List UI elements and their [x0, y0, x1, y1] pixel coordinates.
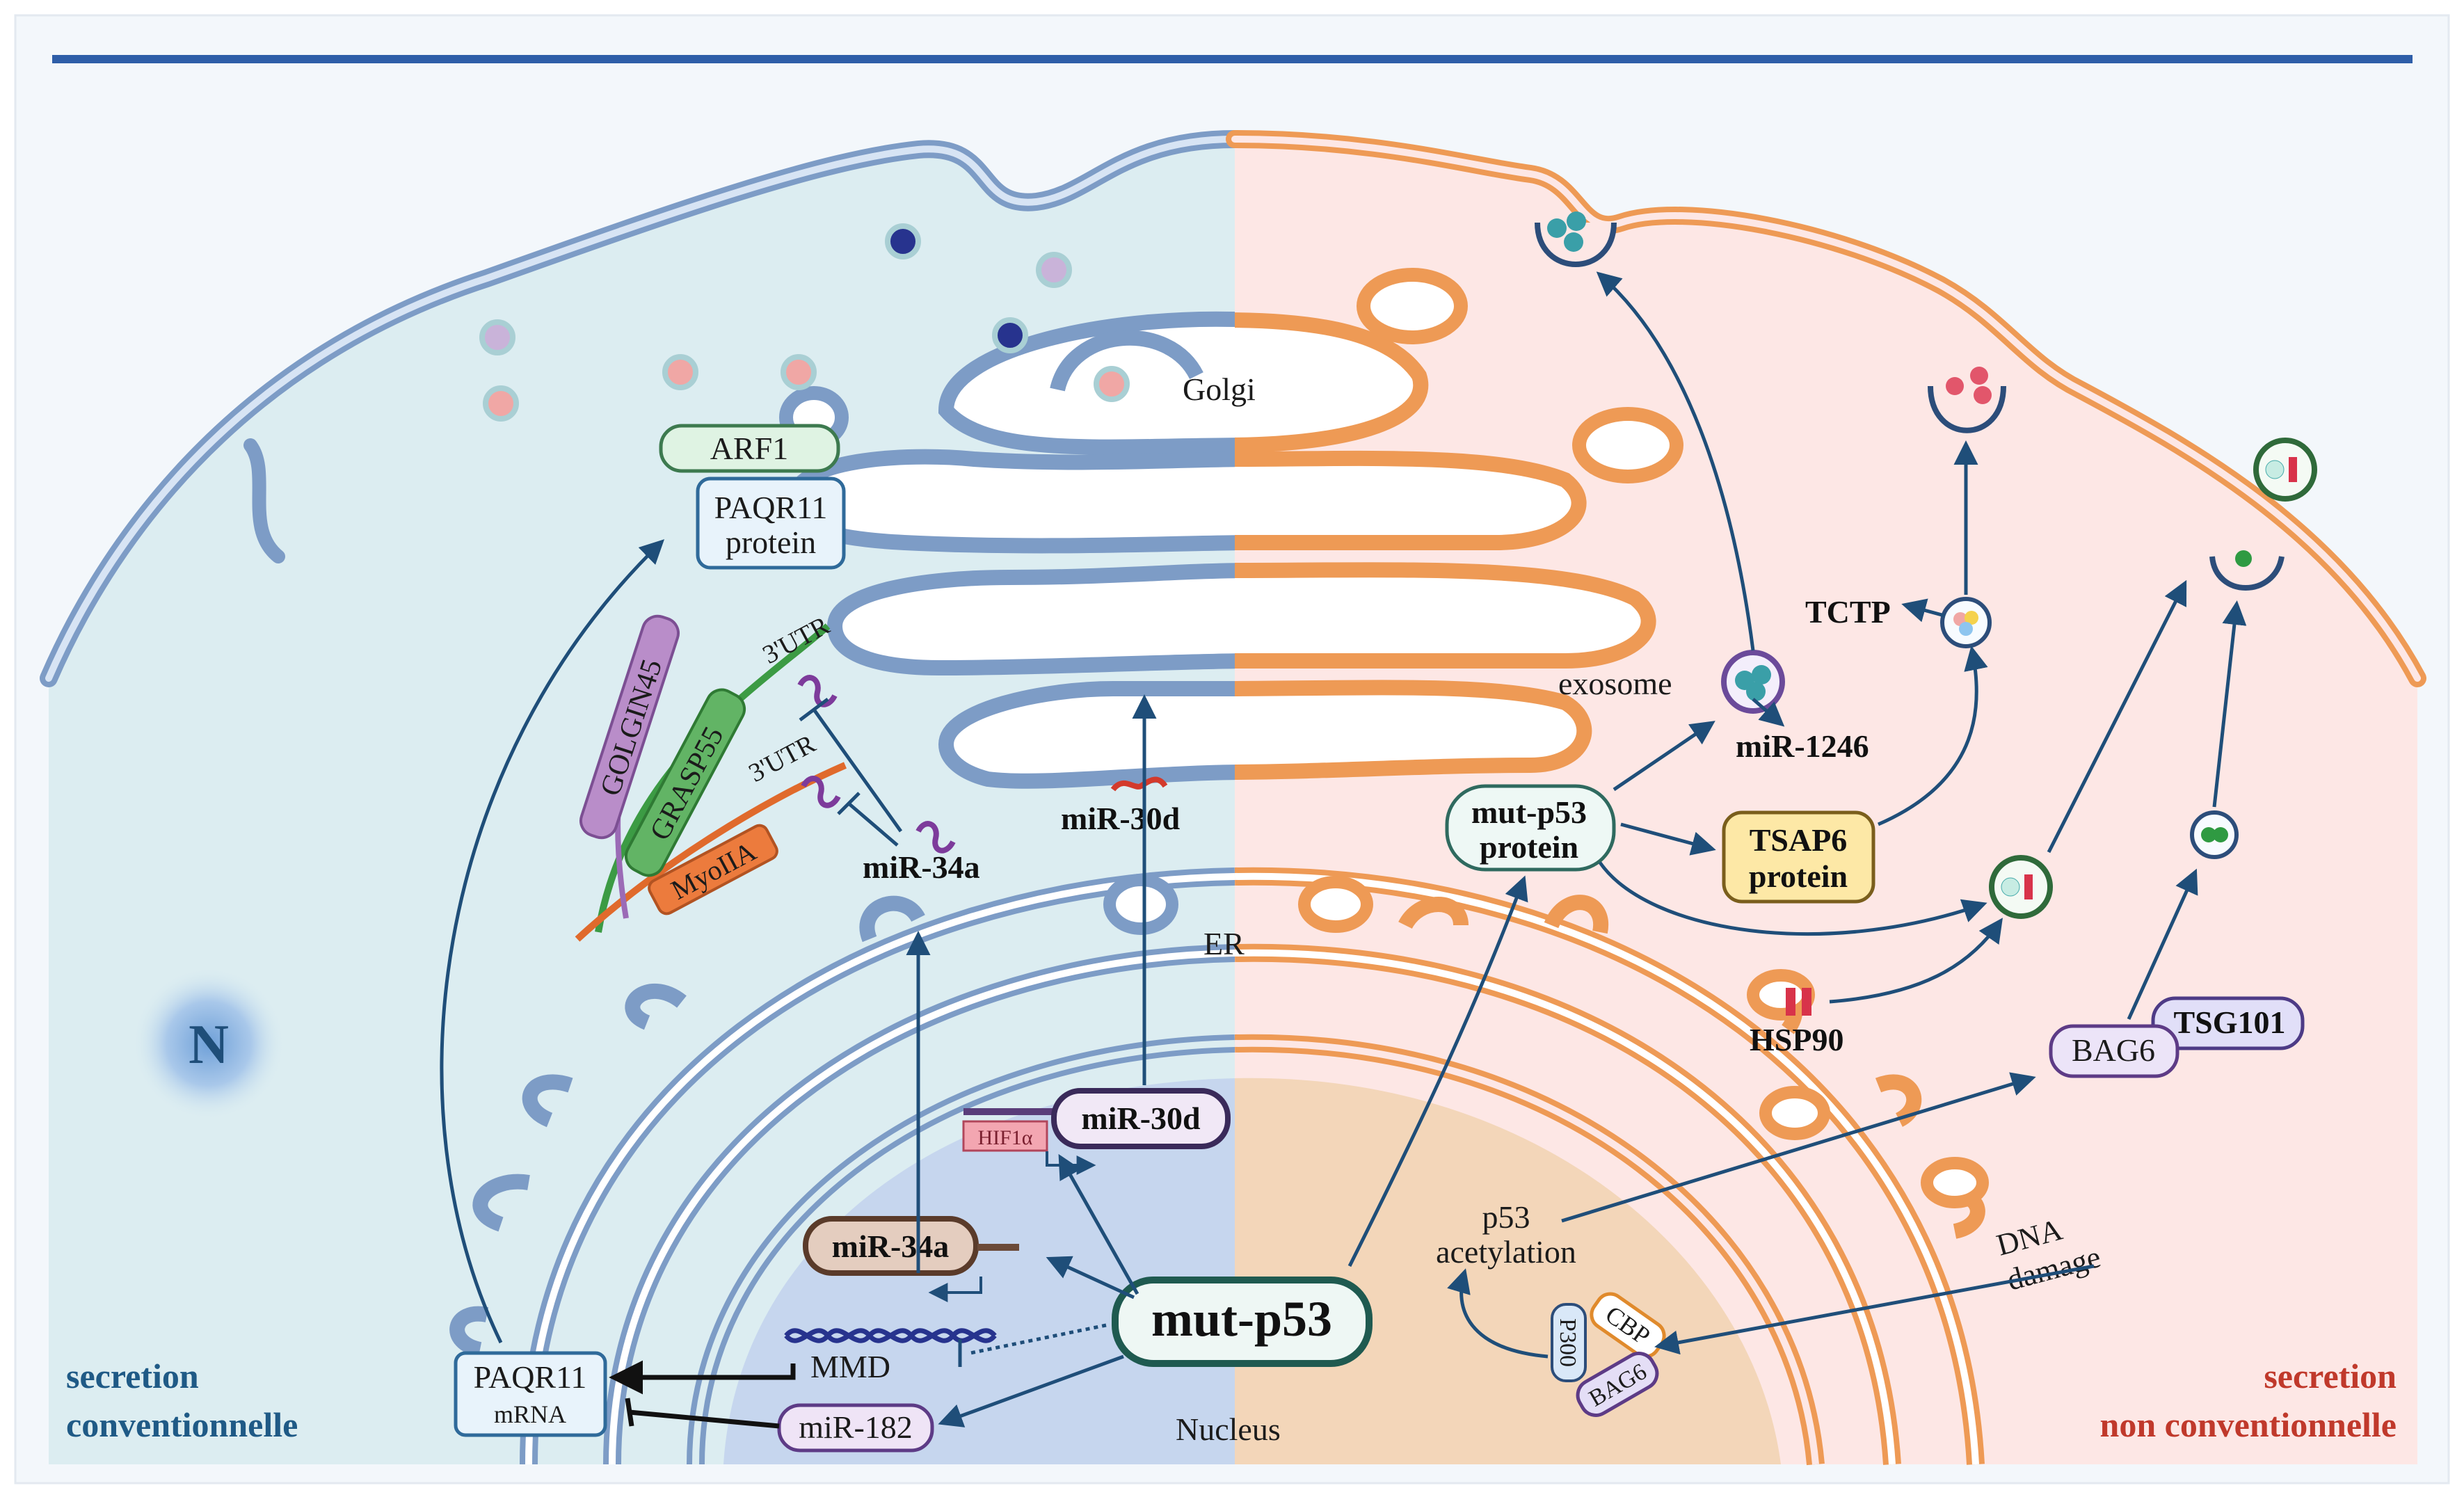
right-caption-line1: secretion — [2264, 1357, 2397, 1395]
mut-p53-box — [1112, 1277, 1373, 1367]
exocytosis-vesicles — [1535, 211, 2317, 591]
paqr11-protein-line2: protein — [726, 525, 816, 560]
mut-p53-label: mut-p53 — [1151, 1291, 1332, 1347]
er-label: ER — [1203, 926, 1245, 961]
arf1-label: ARF1 — [710, 431, 788, 466]
tsap6-line1: TSAP6 — [1750, 822, 1848, 858]
bag6-upper-box — [2049, 1024, 2179, 1078]
nucleus-symbol-glow — [132, 967, 285, 1120]
mir34a-strand — [915, 821, 956, 854]
tsap6-box — [1722, 810, 1875, 904]
right-caption-line2: non conventionnelle — [2100, 1405, 2397, 1444]
p53-acetylation-line1: p53 — [1482, 1199, 1530, 1235]
mmd-label: MMD — [810, 1349, 890, 1384]
bag6-upper-label: BAG6 — [2072, 1032, 2155, 1068]
arf1-box — [659, 424, 840, 473]
paqr11-mrna-box — [454, 1351, 607, 1437]
tsg101-box — [2151, 996, 2305, 1050]
mir182-label: miR-182 — [799, 1409, 913, 1445]
mir30d-gene-label: miR-30d — [1081, 1101, 1201, 1136]
paqr11-mrna-line1: PAQR11 — [474, 1359, 587, 1395]
left-caption-line2: conventionnelle — [66, 1405, 298, 1444]
right-pathway-arrows — [1347, 271, 2247, 1359]
hif1a-label: HIF1α — [977, 1126, 1032, 1149]
nucleus-label: Nucleus — [1176, 1411, 1281, 1447]
golgi-apparatus — [779, 268, 1683, 789]
hif1a-box — [962, 1120, 1048, 1152]
exosome-label: exosome — [1558, 666, 1672, 701]
mir34a-gene-label: miR-34a — [832, 1229, 950, 1264]
hsp90-icon — [1786, 988, 1795, 1016]
mir182-box — [777, 1403, 934, 1453]
inhibit-line-utr-top — [812, 708, 903, 833]
inhibit-line-utr-bottom — [847, 802, 899, 847]
left-pathway-arrows — [440, 539, 1157, 1427]
mutp53-protein-line1: mut-p53 — [1471, 794, 1587, 830]
mir30d-cyto-label: miR-30d — [1061, 801, 1181, 836]
nucleus-symbol: N — [189, 1014, 229, 1075]
secretory-vesicles — [479, 223, 1130, 422]
mir34a-cyto-label: miR-34a — [863, 849, 980, 885]
mutp53-protein-line2: protein — [1480, 829, 1578, 865]
mir34a-gene-box — [803, 1216, 979, 1276]
paqr11-mrna-line2: mRNA — [494, 1400, 566, 1428]
tsg101-label: TSG101 — [2173, 1005, 2285, 1040]
hsp90-label: HSP90 — [1750, 1022, 1843, 1057]
p300-label: P300 — [1555, 1318, 1581, 1367]
left-caption-line1: secretion — [66, 1357, 199, 1395]
endoplasmic-reticulum — [449, 867, 1989, 1465]
membrane-fold — [243, 438, 285, 563]
mir1246-label: miR-1246 — [1736, 728, 1869, 764]
paqr11-protein-line1: PAQR11 — [714, 490, 828, 525]
p300-cbp-bag6-complex: P300 CBP BAG6 — [1551, 1292, 1666, 1417]
mir30d-strand — [1110, 776, 1168, 792]
nucleus — [687, 1034, 1825, 1466]
mir30d-gene-box — [1051, 1088, 1231, 1149]
paqr11-protein-box — [696, 477, 846, 570]
hsp90-vesicle — [1989, 855, 2053, 919]
p53-acetylation-line2: acetylation — [1436, 1234, 1576, 1270]
tctp-label: TCTP — [1805, 594, 1891, 630]
tsap6-line2: protein — [1749, 858, 1848, 894]
mutp53-protein-box — [1445, 784, 1616, 872]
golgi-label: Golgi — [1183, 371, 1256, 407]
